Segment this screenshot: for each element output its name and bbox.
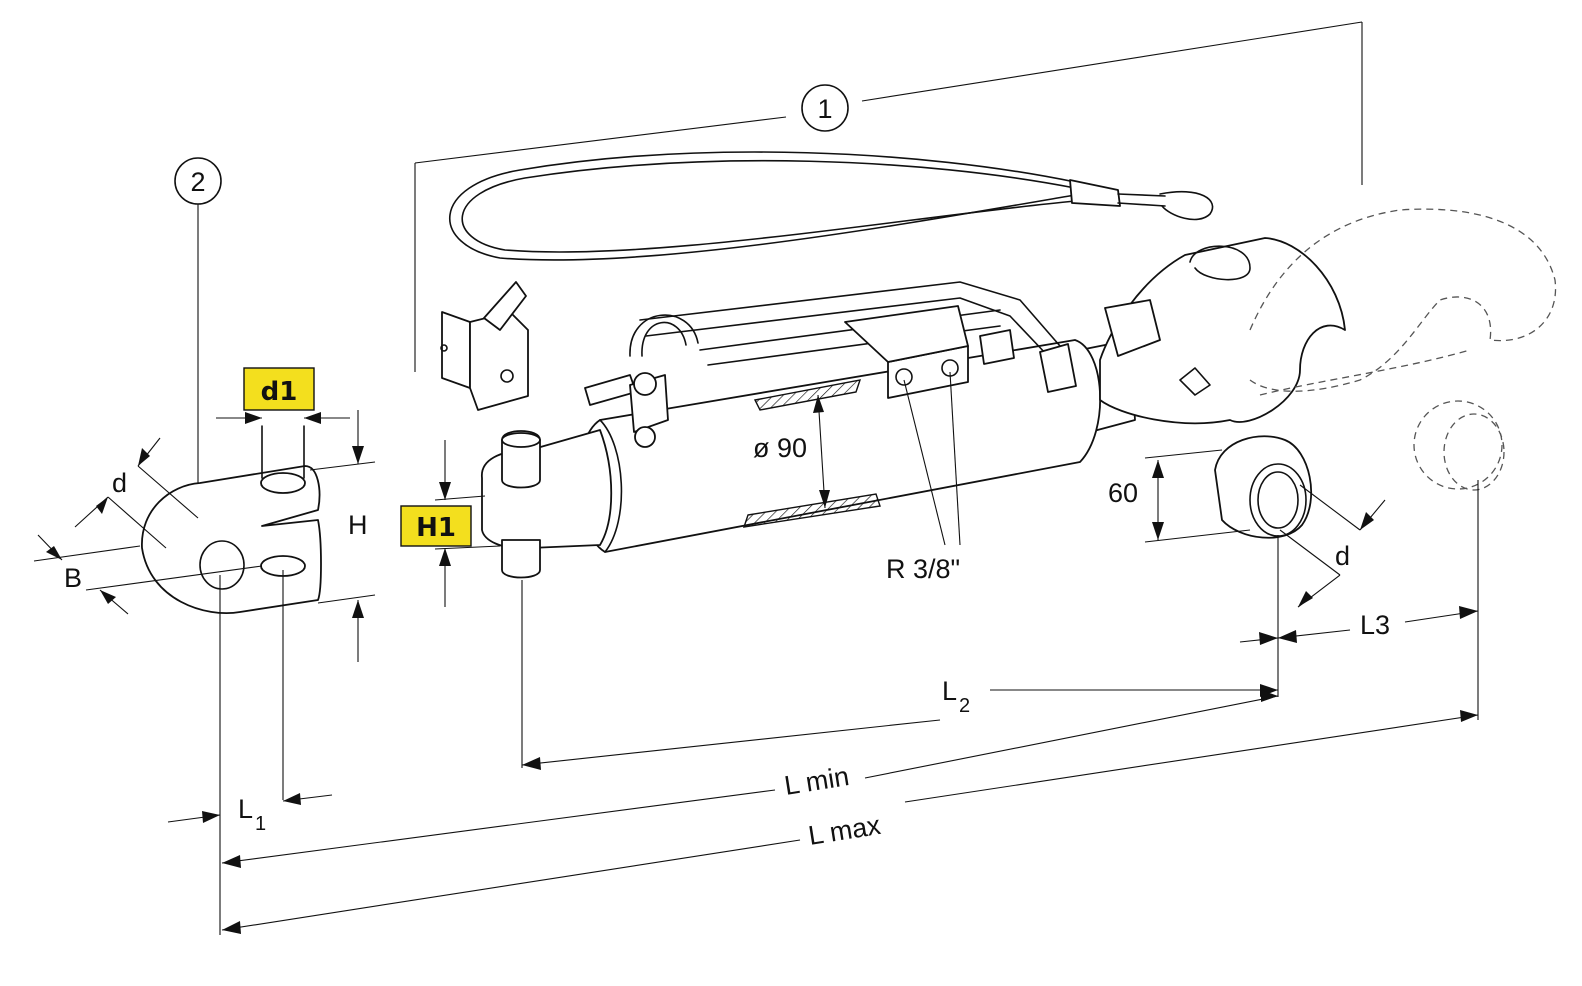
- clevis-bore-label: d: [112, 468, 127, 498]
- assembly-callout-number: 1: [817, 94, 832, 124]
- d1-label: d1: [261, 377, 298, 407]
- h1-label: H1: [416, 513, 456, 543]
- clevis-height-label: H: [348, 510, 368, 540]
- hydraulic-hose: [448, 151, 1214, 261]
- l-min-label: L min: [782, 761, 851, 801]
- d1-highlight: d1: [243, 367, 315, 411]
- port-thread-label: R 3/8": [886, 554, 960, 584]
- ball-height-label: 60: [1108, 478, 1138, 508]
- dimension-lines: [33, 371, 1479, 935]
- assembly-callout-frame: [414, 21, 1363, 372]
- l-max-label: L max: [806, 810, 883, 851]
- clevis-callout-frame: [174, 157, 222, 488]
- l3-label: L3: [1360, 610, 1390, 640]
- clevis-width-label: B: [64, 563, 82, 593]
- ball-end: [1214, 435, 1313, 539]
- lock-plate: [440, 281, 529, 411]
- clevis-callout-number: 2: [190, 167, 205, 197]
- cylinder-assembly: [481, 281, 1136, 579]
- h1-highlight: H1: [400, 505, 472, 547]
- quick-hook: [1099, 237, 1346, 425]
- clevis-part: [141, 425, 322, 614]
- ball-bore-label: d: [1335, 541, 1350, 571]
- cylinder-diameter-label: ø 90: [753, 433, 807, 463]
- quick-hook-open-ghost: [1249, 208, 1557, 491]
